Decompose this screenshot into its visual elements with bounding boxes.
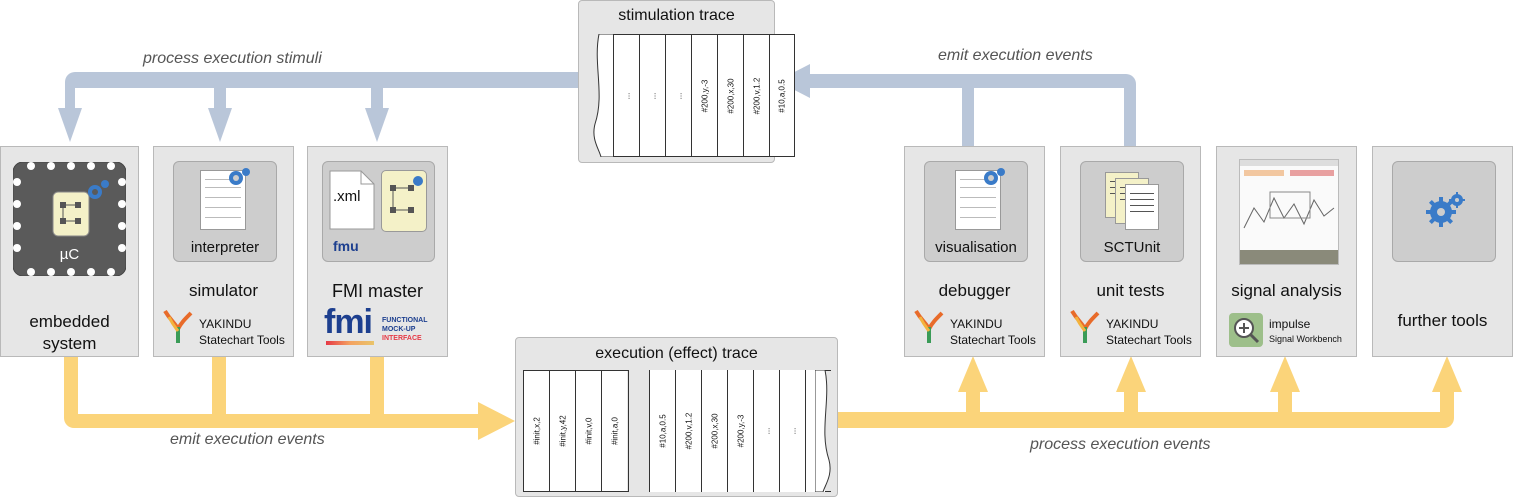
further-tools-box[interactable]: further tools bbox=[1372, 146, 1513, 357]
impulse-logo-subtext: Signal Workbench bbox=[1269, 334, 1342, 344]
exec-cell: #200,y,-3 bbox=[727, 370, 753, 492]
simulator-box[interactable]: interpreter simulator YAKINDU Statechart… bbox=[153, 146, 294, 357]
torn-edge-icon bbox=[815, 370, 831, 492]
signal-analysis-box[interactable]: signal analysis impulse Signal Workbench bbox=[1216, 146, 1357, 357]
exec-cell: #init,x,2 bbox=[523, 371, 549, 491]
further-tools-label: further tools bbox=[1397, 311, 1488, 330]
yakindu-logo-subtext: Statechart Tools bbox=[1106, 333, 1192, 347]
stim-cell: #10,a,0.5 bbox=[769, 34, 795, 157]
exec-cell: #200,x,30 bbox=[701, 370, 727, 492]
exec-cell: ... bbox=[753, 370, 779, 492]
visualisation-panel: visualisation bbox=[924, 161, 1028, 262]
exec-cell: #init,a,0 bbox=[601, 371, 627, 491]
execution-trace-tape-right: #10,a,0.5 #200,v,1.2 #200,x,30 #200,y,-3… bbox=[649, 370, 835, 492]
stim-cell: ... bbox=[665, 34, 691, 157]
gear-icon bbox=[984, 168, 1005, 185]
interpreter-panel: interpreter bbox=[173, 161, 277, 262]
exec-cell: #init,v,0 bbox=[575, 371, 601, 491]
document-icon bbox=[329, 170, 375, 230]
embedded-system-label: embedded system bbox=[29, 312, 110, 353]
process-events-label: process execution events bbox=[1030, 436, 1211, 453]
signal-analysis-label: signal analysis bbox=[1231, 281, 1342, 300]
execution-trace-panel: execution (effect) trace #init,x,2 #init… bbox=[515, 337, 838, 497]
yakindu-logo bbox=[163, 309, 193, 343]
stimulation-trace-tape: ... ... ... #200,y,-3 #200,x,30 #200,v,1… bbox=[591, 34, 795, 157]
debugger-box[interactable]: visualisation debugger YAKINDU Statechar… bbox=[904, 146, 1045, 357]
signal-screenshot-icon bbox=[1239, 159, 1339, 265]
debugger-label: debugger bbox=[938, 281, 1011, 300]
sctunit-panel: SCTUnit bbox=[1080, 161, 1184, 262]
fmi-logo: fmi FUNCTIONAL MOCK-UP INTERFACE bbox=[324, 303, 444, 349]
fmi-master-label: FMI master bbox=[331, 281, 423, 301]
xml-label: .xml bbox=[333, 188, 361, 205]
fmu-logo: fmu bbox=[333, 238, 359, 254]
simulator-label: simulator bbox=[189, 281, 258, 300]
yakindu-logo bbox=[1070, 309, 1100, 343]
chip-icon: µC bbox=[12, 161, 127, 277]
stim-cell: #200,v,1.2 bbox=[743, 34, 769, 157]
yakindu-logo-text: YAKINDU bbox=[199, 317, 252, 331]
yakindu-logo-text: YAKINDU bbox=[1106, 317, 1159, 331]
interpreter-label: interpreter bbox=[190, 239, 260, 256]
gear-icon bbox=[1426, 192, 1465, 227]
yakindu-logo-text: YAKINDU bbox=[950, 317, 1003, 331]
unit-tests-box[interactable]: SCTUnit unit tests YAKINDU Statechart To… bbox=[1060, 146, 1201, 357]
statechart-icon bbox=[381, 170, 427, 232]
exec-cell: #init,y,42 bbox=[549, 371, 575, 491]
further-tools-panel bbox=[1392, 161, 1496, 262]
exec-cell: #10,a,0.5 bbox=[649, 370, 675, 492]
stimulation-trace-title: stimulation trace bbox=[618, 7, 735, 24]
execution-trace-title: execution (effect) trace bbox=[595, 345, 758, 362]
emit-events-top-label: emit execution events bbox=[938, 47, 1093, 64]
fmi-master-box[interactable]: .xml fmu FMI master fmi FUNCTIONAL MOCK-… bbox=[307, 146, 448, 357]
gear-icon bbox=[229, 168, 250, 185]
chip-label: µC bbox=[59, 246, 80, 263]
embedded-system-box[interactable]: µC embedded system bbox=[0, 146, 139, 357]
emit-events-bottom-label: emit execution events bbox=[170, 431, 325, 448]
execution-trace-tape-left: #init,x,2 #init,y,42 #init,v,0 #init,a,0 bbox=[523, 370, 629, 492]
yakindu-logo-subtext: Statechart Tools bbox=[950, 333, 1036, 347]
stimulation-trace-panel: stimulation trace ... ... ... #200,y,-3 … bbox=[578, 0, 795, 163]
impulse-logo bbox=[1229, 313, 1263, 347]
exec-cell: #200,v,1.2 bbox=[675, 370, 701, 492]
sctunit-label: SCTUnit bbox=[1103, 239, 1161, 256]
stim-cell: ... bbox=[639, 34, 665, 157]
torn-edge-icon bbox=[593, 34, 615, 157]
stim-cell: #200,x,30 bbox=[717, 34, 743, 157]
exec-cell: ... bbox=[779, 370, 805, 492]
unit-tests-label: unit tests bbox=[1096, 281, 1165, 300]
impulse-logo-text: impulse bbox=[1269, 317, 1311, 331]
fmu-panel: .xml fmu bbox=[322, 161, 435, 262]
document-icon bbox=[1125, 184, 1159, 230]
process-stimuli-label: process execution stimuli bbox=[143, 50, 322, 67]
stim-cell: ... bbox=[613, 34, 639, 157]
stim-cell: #200,y,-3 bbox=[691, 34, 717, 157]
yakindu-logo-subtext: Statechart Tools bbox=[199, 333, 285, 347]
yakindu-logo bbox=[914, 309, 944, 343]
visualisation-label: visualisation bbox=[935, 239, 1017, 256]
